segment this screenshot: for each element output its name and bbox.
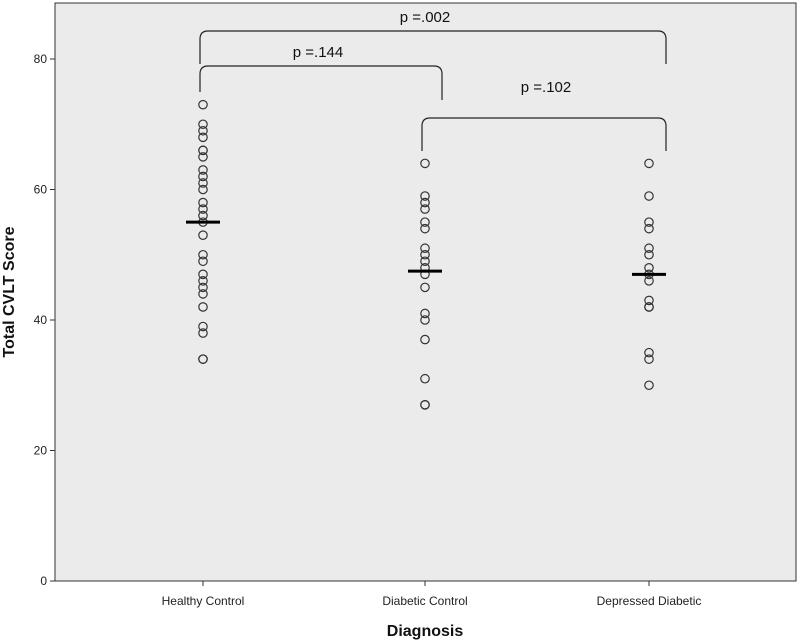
data-point: [198, 197, 208, 208]
data-point: [198, 132, 208, 143]
data-point: [198, 184, 208, 195]
data-point: [644, 158, 654, 169]
data-point: [644, 347, 654, 358]
data-point: [198, 282, 208, 293]
data-point: [198, 289, 208, 299]
data-point: [198, 119, 208, 130]
data-point: [420, 204, 430, 214]
data-point: [198, 302, 208, 312]
data-point: [198, 145, 208, 156]
data-point: [420, 315, 430, 325]
p-value-label: p =.002: [400, 9, 450, 26]
data-point: [198, 165, 208, 175]
data-point: [644, 380, 654, 391]
p-value-label: p =.144: [293, 44, 343, 61]
data-points: [198, 99, 654, 410]
data-point: [198, 178, 208, 188]
data-point: [644, 295, 654, 306]
y-tick-label: 20: [34, 444, 48, 458]
data-point: [420, 334, 430, 345]
data-point: [420, 256, 430, 267]
y-tick-label: 60: [34, 183, 48, 197]
comparison-brackets: p =.002 p =.144 p =.102: [199, 9, 667, 151]
data-point: [420, 282, 430, 293]
data-point: [198, 276, 208, 286]
x-axis: Healthy Control Diabetic Control Depressed…: [162, 581, 702, 608]
data-point: [198, 354, 208, 364]
data-point: [198, 230, 208, 240]
y-tick-label: 40: [34, 313, 48, 327]
comparison-bracket: [421, 117, 667, 151]
y-tick-label: 80: [34, 52, 48, 66]
data-point: [420, 217, 430, 227]
data-point: [644, 354, 654, 364]
data-point: [198, 152, 208, 162]
data-point: [198, 249, 208, 260]
data-point: [420, 191, 430, 201]
data-point: [198, 125, 208, 136]
data-point: [198, 328, 208, 338]
data-point: [420, 308, 430, 319]
p-value-label: p =.102: [521, 79, 571, 96]
data-point: [198, 269, 208, 280]
y-axis: 0 20 40 60 80: [34, 52, 55, 588]
y-axis-title: Total CVLT Score: [1, 226, 18, 357]
x-axis-title: Diagnosis: [387, 623, 464, 640]
data-point: [644, 249, 654, 260]
data-point: [644, 243, 654, 254]
x-tick-label: Depressed Diabetic: [597, 594, 702, 608]
data-point: [198, 256, 208, 267]
comparison-bracket: [199, 65, 443, 100]
x-tick-label: Diabetic Control: [382, 594, 467, 608]
data-point: [644, 302, 654, 312]
mean-lines: [186, 220, 666, 276]
data-point: [198, 321, 208, 332]
data-point: [420, 373, 430, 384]
x-tick-label: Healthy Control: [162, 594, 245, 608]
data-point: [420, 243, 430, 254]
data-point: [644, 191, 654, 201]
data-point: [420, 249, 430, 260]
data-point: [198, 99, 208, 110]
data-point: [198, 171, 208, 182]
data-point: [644, 262, 654, 273]
data-point: [644, 223, 654, 234]
data-point: [420, 400, 430, 410]
data-point: [420, 158, 430, 169]
data-point: [198, 210, 208, 221]
data-point: [644, 276, 654, 286]
data-point: [644, 217, 654, 227]
data-point: [198, 204, 208, 214]
y-tick-label: 0: [40, 574, 47, 588]
comparison-bracket: [199, 30, 667, 64]
data-point: [420, 223, 430, 234]
data-point: [420, 197, 430, 208]
